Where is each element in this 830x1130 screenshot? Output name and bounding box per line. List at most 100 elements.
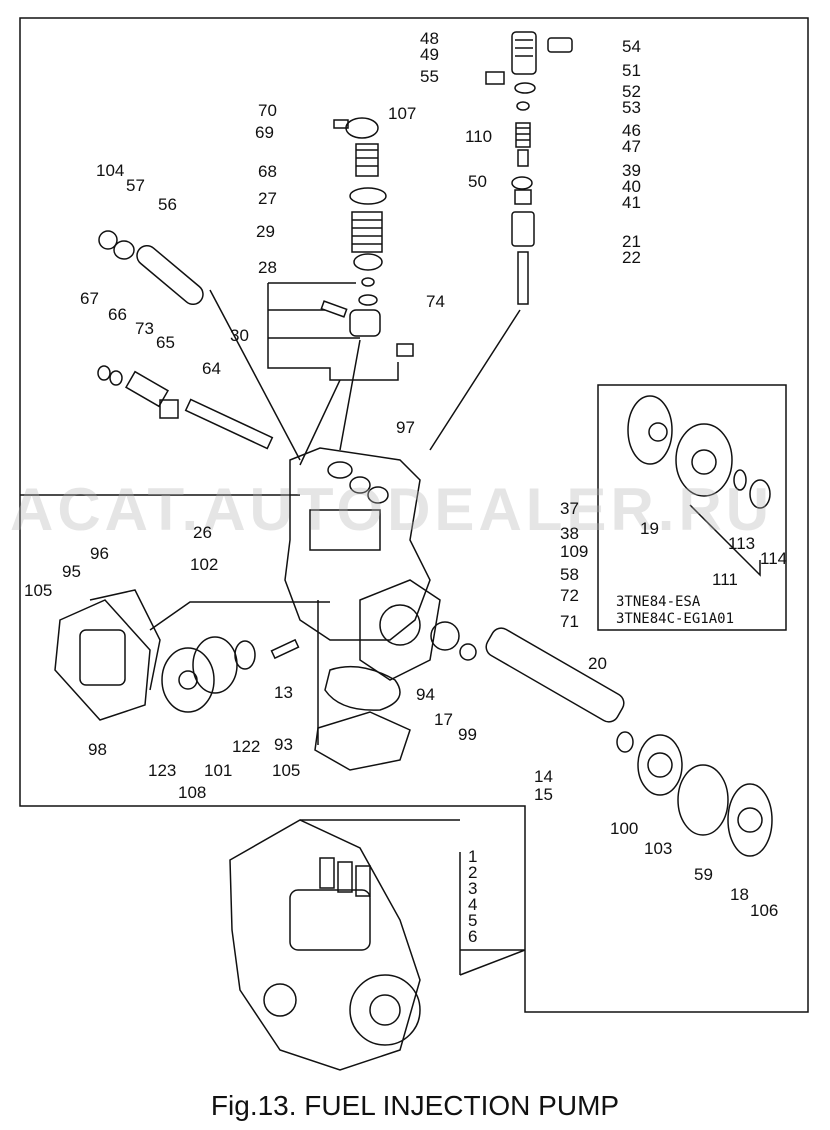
part-number-label: 14 (534, 767, 553, 786)
part-number-label: 21 (622, 232, 641, 251)
hub-123 (161, 647, 215, 713)
part-number-label: 1 (468, 847, 478, 866)
part-number-label: 104 (96, 161, 125, 180)
gasket-59 (677, 764, 729, 836)
part-number-label: 64 (202, 359, 221, 378)
hub-19 (627, 395, 673, 465)
part-number-label: 28 (258, 258, 277, 277)
stud-13 (270, 638, 300, 660)
part-number-label: 19 (640, 519, 659, 538)
figure-caption: Fig.13. FUEL INJECTION PUMP (210, 1090, 620, 1121)
part-number-label: 51 (622, 61, 641, 80)
part-number-label: 57 (126, 176, 145, 195)
part-number-label: 49 (420, 45, 439, 64)
plunger-barrel (511, 211, 535, 247)
part-number-label: 69 (255, 123, 274, 142)
part-number-label: 20 (588, 654, 607, 673)
part-number-label: 27 (258, 189, 277, 208)
camshaft-14 (485, 627, 625, 723)
part-number-label: 3 (468, 879, 478, 898)
part-number-label: 102 (190, 555, 219, 574)
part-number-label: 122 (232, 737, 261, 756)
plug-57 (113, 240, 135, 260)
part-number-label: 46 (622, 121, 641, 140)
part-number-label: 65 (156, 333, 175, 352)
part-number-label: 50 (468, 172, 487, 191)
part-number-label: 37 (560, 499, 579, 518)
part-number-label: 96 (90, 544, 109, 563)
part-number-label: 109 (560, 542, 589, 561)
part-number-label: 97 (396, 418, 415, 437)
clamp-54 (547, 37, 573, 53)
part-number-label: 72 (560, 586, 579, 605)
part-number-label: 94 (416, 685, 435, 704)
pinion-68 (355, 143, 379, 177)
part-number-label: 68 (258, 162, 277, 181)
variant-box (597, 384, 787, 631)
part-number-label: 18 (730, 885, 749, 904)
part-number-label: 99 (458, 725, 477, 744)
part-number-label: 29 (256, 222, 275, 241)
part-number-label: 56 (158, 195, 177, 214)
part-number-label: 98 (88, 740, 107, 759)
cover-98 (54, 599, 151, 721)
part-number-label: 54 (622, 37, 641, 56)
part-number-label: 101 (204, 761, 233, 780)
part-number-label: 48 (420, 29, 439, 48)
part-number-label: 13 (274, 683, 293, 702)
part-number-label: 70 (258, 101, 277, 120)
watermark-text: ACAT.AUTODEALER.RU (10, 476, 774, 543)
spring-46 (515, 122, 531, 148)
plunger (517, 251, 529, 305)
gasket-93 (314, 711, 411, 771)
part-number-label: 17 (434, 710, 453, 729)
part-number-label: 4 (468, 895, 478, 914)
flange (359, 579, 441, 681)
part-number-label: 123 (148, 761, 177, 780)
part-number-label: 111 (712, 570, 738, 589)
part-number-label: 6 (468, 927, 478, 946)
bearing-103 (637, 734, 683, 796)
lever-70 (345, 117, 379, 139)
rack-64 (184, 398, 274, 450)
part-number-label: 47 (622, 137, 641, 156)
part-number-label: 114 (760, 549, 788, 568)
part-number-label: 52 (622, 82, 641, 101)
spring-73 (125, 370, 169, 408)
part-number-label: 107 (388, 104, 417, 123)
part-number-label: 5 (468, 911, 478, 930)
collar-65 (159, 399, 179, 419)
part-number-label: 2 (468, 863, 478, 882)
o-ring-94 (324, 665, 401, 711)
spring-29 (351, 211, 383, 253)
gasket-96 (89, 589, 161, 691)
part-number-label: 30 (230, 326, 249, 345)
part-number-label: 103 (644, 839, 673, 858)
part-number-label: 41 (622, 193, 641, 212)
part-number-label: 40 (622, 177, 641, 196)
part-number-label: 113 (728, 534, 756, 553)
part-number-label: 105 (272, 761, 301, 780)
cover-18 (727, 783, 773, 857)
pump-assembly-view (229, 819, 421, 1071)
part-number-label: 22 (622, 248, 641, 267)
part-number-label: 59 (694, 865, 713, 884)
part-number-label: 39 (622, 161, 641, 180)
rod-56 (136, 244, 204, 306)
part-number-label: 67 (80, 289, 99, 308)
part-number-label: 105 (24, 581, 53, 600)
delivery-valve-holder (511, 31, 537, 75)
part-number-label: 74 (426, 292, 445, 311)
pump-housing (284, 447, 431, 641)
variant-label-2: 3TNE84C-EG1A01 (616, 611, 735, 627)
part-number-label: 110 (465, 127, 493, 146)
sleeve-30 (349, 309, 381, 337)
part-number-label: 38 (560, 524, 579, 543)
variant-label-1: 3TNE84-ESA (616, 594, 701, 610)
part-number-label: 55 (420, 67, 439, 86)
part-number-label: 15 (534, 785, 553, 804)
part-number-label: 93 (274, 735, 293, 754)
part-number-label: 53 (622, 98, 641, 117)
part-number-label: 66 (108, 305, 127, 324)
